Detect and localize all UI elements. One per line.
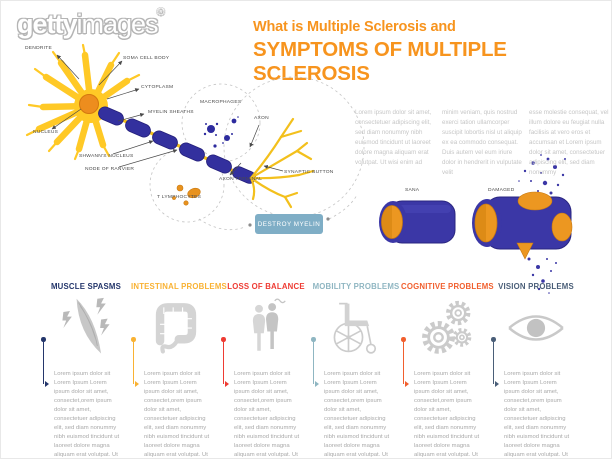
symptom-text: Lorem ipsum dolor sit Lorem Ipsum Lorem … <box>324 371 390 458</box>
symptom-text: Lorem ipsum dolor sit Lorem Ipsum Lorem … <box>234 371 300 458</box>
symptom-col-muscle-spasms: MUSCLE SPASMS Lorem ipsum dolor sit Lore… <box>41 282 131 458</box>
intestine-icon <box>131 296 221 360</box>
getty-logo-light: images <box>76 9 159 39</box>
symptom-text: Lorem ipsum dolor sit Lorem Ipsum Lorem … <box>144 371 210 458</box>
registered-mark: ® <box>157 7 165 17</box>
symptom-title: MOBILITY PROBLEMS <box>312 282 400 291</box>
title-subtitle: What is Multiple Sclerosis and <box>253 19 456 35</box>
gears-icon <box>401 296 491 360</box>
connector <box>41 337 51 387</box>
neuron-diagram-illustration <box>25 43 365 231</box>
wheelchair-icon <box>311 296 401 360</box>
title-block: What is Multiple Sclerosis and SYMPTOMS … <box>253 19 603 86</box>
label-healthy-nerve: SANA <box>405 188 420 193</box>
symptoms-section: MUSCLE SPASMS Lorem ipsum dolor sit Lore… <box>41 282 581 458</box>
symptom-col-intestinal-problems: INTESTINAL PROBLEMS Lorem ipsum dolor <box>131 282 227 458</box>
label-macrophages: MACROPHAGES <box>200 100 242 105</box>
eye-icon <box>491 296 581 360</box>
symptom-title: MUSCLE SPASMS <box>50 282 122 291</box>
label-t-lymphocytes: T LYMPHOCYTES <box>157 195 202 200</box>
healthy-nerve-drawing <box>379 200 456 244</box>
symptom-col-loss-of-balance: LOSS OF BALANCE <box>221 282 311 458</box>
muscle-icon <box>41 296 131 360</box>
symptom-title: INTESTINAL PROBLEMS <box>131 282 227 291</box>
symptom-title: COGNITIVE PROBLEMS <box>401 282 494 291</box>
label-dendrite: DENDRITE <box>25 46 52 51</box>
label-soma-cell-body: SOMA CELL BODY <box>123 56 170 61</box>
connector <box>311 337 321 387</box>
getty-logo-bold: getty <box>17 9 78 39</box>
symptom-col-mobility-problems: MOBILITY PROBLEMS <box>311 282 401 458</box>
gettyimages-watermark: gettyimages® <box>17 7 165 40</box>
connector <box>221 337 231 387</box>
connector <box>131 337 141 387</box>
symptom-col-vision-problems: VISION PROBLEMS Lorem ipsum dolor sit Lo… <box>491 282 581 458</box>
label-synaptic-button: SYNAPTIC BUTTON <box>284 170 334 175</box>
label-damaged-nerve: DAMAGED <box>488 188 515 193</box>
label-schwanns-nucleus: SHWANN'S NUCLEUS <box>79 154 134 159</box>
page-title: SYMPTOMS OF MULTIPLE SCLEROSIS <box>253 38 507 85</box>
connector <box>401 337 411 387</box>
label-myelin-sheaths: MYELIN SHEATHS <box>148 110 194 115</box>
label-nucleus: NUCLEUS <box>33 130 59 135</box>
symptom-col-cognitive-problems: COGNITIVE PROBLEMS <box>401 282 494 458</box>
destroy-myelin-badge: DESTROY MYELIN <box>255 214 323 234</box>
label-cytoplasm: CYTOPLASM <box>141 85 174 90</box>
label-axon: AXON <box>254 116 269 121</box>
label-node-of-ranvier: NODE OF RANVIER <box>85 167 135 172</box>
balance-icon <box>221 296 311 360</box>
paragraph-3: esse molestie consequat, vel illum dolor… <box>529 109 609 177</box>
symptom-title: VISION PROBLEMS <box>498 282 574 291</box>
connector <box>491 337 501 387</box>
symptom-text: Lorem ipsum dolor sit Lorem Ipsum Lorem … <box>504 371 570 458</box>
symptom-text: Lorem ipsum dolor sit Lorem Ipsum Lorem … <box>54 371 120 458</box>
paragraph-1: Lorem ipsum dolor sit amet, consectetuer… <box>355 109 432 167</box>
label-axon-terminal: AXON TERMINAL <box>219 177 263 182</box>
damaged-nerve-drawing <box>472 154 573 294</box>
symptom-text: Lorem ipsum dolor sit Lorem Ipsum Lorem … <box>414 371 480 458</box>
nerve-comparison-illustration <box>379 154 573 294</box>
paragraph-2: minim veniam, quis nostrud exerci tation… <box>442 109 522 177</box>
intro-paragraphs: Lorem ipsum dolor sit amet, consectetuer… <box>355 108 611 178</box>
symptom-title: LOSS OF BALANCE <box>227 282 305 291</box>
